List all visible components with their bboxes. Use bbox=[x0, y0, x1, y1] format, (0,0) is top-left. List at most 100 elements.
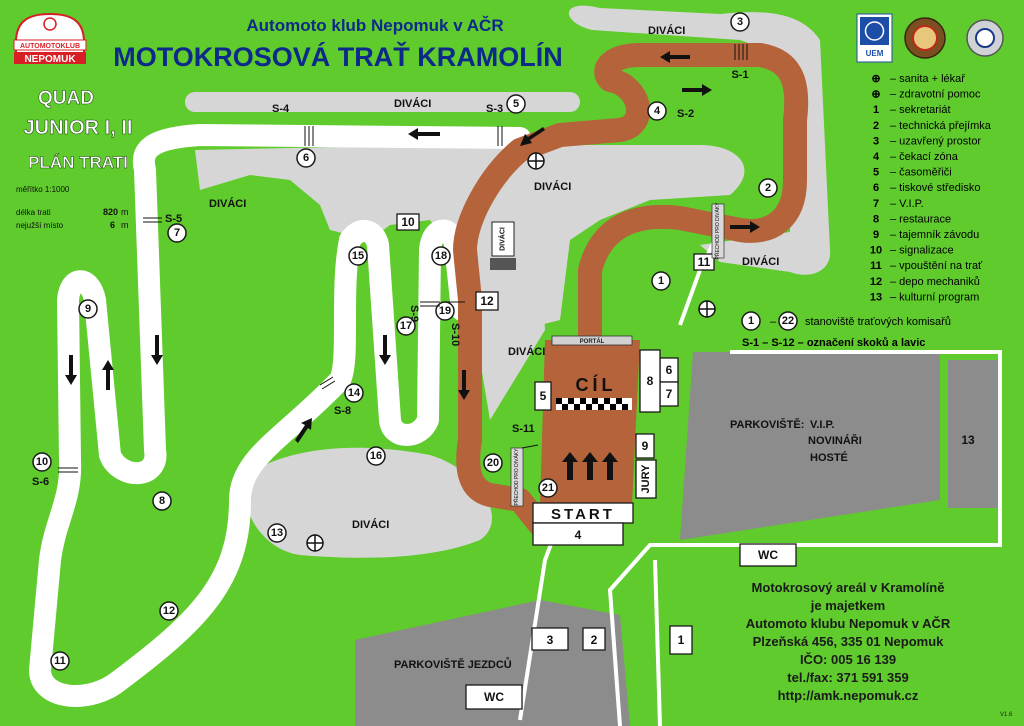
spectator-area-center-2 bbox=[560, 175, 640, 240]
building-5-label: 5 bbox=[540, 389, 547, 403]
marshal-post-1: 1 bbox=[658, 275, 664, 287]
marshal-post-10: 10 bbox=[36, 456, 48, 468]
scale-label: měřítko 1:1000 bbox=[16, 185, 70, 194]
jury-box bbox=[635, 459, 657, 499]
legend-jumps-text: S-1 – S-12 – označení skoků a lavic bbox=[742, 337, 925, 349]
narrow-label: nejužší místo bbox=[16, 221, 64, 230]
legend-symbol: 8 bbox=[873, 213, 879, 225]
medical-points bbox=[306, 152, 716, 552]
left-info: QUAD JUNIOR I, II PLÁN TRATI měřítko 1:1… bbox=[16, 88, 133, 230]
marshal-post-5: 5 bbox=[513, 98, 519, 110]
building-8 bbox=[639, 349, 661, 413]
marshal-post-17: 17 bbox=[400, 320, 412, 332]
tower-label: DIVÁCI bbox=[498, 227, 507, 251]
legend-symbol: 6 bbox=[873, 182, 879, 194]
marshal-post-6: 6 bbox=[303, 152, 309, 164]
logo-bottom-text: NEPOMUK bbox=[24, 54, 76, 65]
medical-cross-icon bbox=[698, 300, 716, 318]
building-3-label: 3 bbox=[547, 633, 554, 647]
wc-label: WC bbox=[758, 548, 778, 562]
parking-vip-label: HOSTÉ bbox=[810, 451, 848, 464]
owner-line: IČO: 005 16 139 bbox=[800, 652, 896, 667]
owner-link[interactable]: http://amk.nepomuk.cz bbox=[778, 688, 919, 703]
marshal-post-2: 2 bbox=[765, 182, 771, 194]
tower-base bbox=[490, 258, 516, 270]
legend-item-text: – depo mechaniků bbox=[890, 276, 980, 288]
marshal-post-4: 4 bbox=[654, 105, 661, 117]
legend-symbol: 4 bbox=[873, 151, 880, 163]
jump-s6: S-6 bbox=[32, 476, 49, 488]
length-unit: m bbox=[121, 207, 129, 217]
legend-marshal-from: 1 bbox=[748, 315, 754, 327]
building-10 bbox=[396, 213, 420, 231]
tower-box bbox=[491, 221, 515, 257]
building-4-label: 4 bbox=[575, 528, 582, 542]
legend-marshal-dash: – bbox=[770, 316, 777, 328]
wc-box bbox=[465, 684, 523, 710]
legend-item-text: – kulturní program bbox=[890, 291, 979, 303]
building-12-label: 12 bbox=[480, 294, 494, 308]
medical-cross-icon bbox=[527, 152, 545, 170]
legend-symbol: 13 bbox=[870, 291, 882, 303]
jury-label: JURY bbox=[640, 464, 652, 494]
legend-item-text: – sekretariát bbox=[890, 104, 951, 116]
legend-symbol: 10 bbox=[870, 245, 882, 257]
legend-item-text: – signalizace bbox=[890, 245, 954, 257]
building-8-label: 8 bbox=[647, 374, 654, 388]
owner-line: Plzeňská 456, 335 01 Nepomuk bbox=[753, 634, 945, 649]
length-label: délka trati bbox=[16, 208, 51, 217]
parking-riders-label: PARKOVIŠTĚ JEZDCŮ bbox=[394, 657, 512, 671]
wc-label: WC bbox=[484, 690, 504, 704]
track-white bbox=[29, 124, 531, 707]
spectator-area-south bbox=[245, 447, 492, 558]
building-5 bbox=[534, 381, 552, 411]
uem-globe-icon bbox=[864, 21, 885, 41]
club-name: Automoto klub Nepomuk v AČR bbox=[246, 16, 503, 35]
marshal-post-15: 15 bbox=[352, 250, 364, 262]
legend-item-text: – zdravotní pomoc bbox=[890, 89, 981, 101]
spectators-label: DIVÁCI bbox=[352, 518, 389, 531]
legend-symbol: 11 bbox=[870, 260, 882, 272]
map-title: MOTOKROSOVÁ TRAŤ KRAMOLÍN bbox=[113, 41, 562, 72]
legend-marshal-text: stanoviště traťových komisařů bbox=[805, 316, 951, 328]
spectators-label: DIVÁCI bbox=[742, 255, 779, 268]
medical-cross-icon bbox=[306, 534, 324, 552]
marshal-posts: 1 2 3 4 5 6 7 8 9 10 11 12 13 14 15 16 1… bbox=[32, 12, 778, 671]
marshal-post-19: 19 bbox=[439, 305, 451, 317]
building-1 bbox=[669, 625, 693, 655]
building-13-label: 13 bbox=[961, 433, 975, 447]
legend-item-text: – čekací zóna bbox=[890, 151, 959, 163]
building-11-label: 11 bbox=[698, 255, 711, 269]
parking-vip-label: NOVINÁŘI bbox=[808, 434, 862, 447]
narrow-value: 6 bbox=[110, 220, 115, 230]
legend-symbol: 5 bbox=[873, 167, 879, 179]
spectator-area-inner bbox=[470, 245, 545, 420]
building-10-label: 10 bbox=[401, 215, 415, 229]
legend-item-text: – uzavřený prostor bbox=[890, 135, 981, 147]
legend-symbol: ⊕ bbox=[871, 89, 880, 101]
jump-s8: S-8 bbox=[334, 405, 351, 417]
parking-13 bbox=[948, 360, 1002, 508]
start-finish: START 4 CÍL bbox=[532, 374, 634, 546]
category-line1: QUAD bbox=[38, 88, 94, 109]
jump-s1: S-1 bbox=[731, 69, 748, 81]
spectators-label: DIVÁCI bbox=[534, 180, 571, 193]
legend-item-text: – tiskové středisko bbox=[890, 182, 980, 194]
spectator-area-northeast bbox=[568, 5, 831, 275]
legend-item-text: – vpouštění na trať bbox=[890, 260, 983, 272]
marshal-post-18: 18 bbox=[435, 250, 447, 262]
marshal-post-11: 11 bbox=[54, 655, 66, 667]
building-4 bbox=[532, 522, 624, 546]
finish-area-dirt bbox=[540, 340, 640, 505]
finish-label: CÍL bbox=[576, 374, 617, 395]
marshal-post-8: 8 bbox=[159, 495, 165, 507]
area-labels: DIVÁCI DIVÁCI DIVÁCI DIVÁCI DIVÁCI DIVÁC… bbox=[209, 24, 862, 671]
owner-line: tel./fax: 371 591 359 bbox=[787, 670, 908, 685]
portal-gate bbox=[551, 335, 633, 346]
version-label: V1.6 bbox=[1000, 712, 1013, 718]
spectators-label: DIVÁCI bbox=[508, 345, 545, 358]
building-2 bbox=[582, 627, 606, 651]
legend-symbol: ⊕ bbox=[871, 73, 880, 85]
